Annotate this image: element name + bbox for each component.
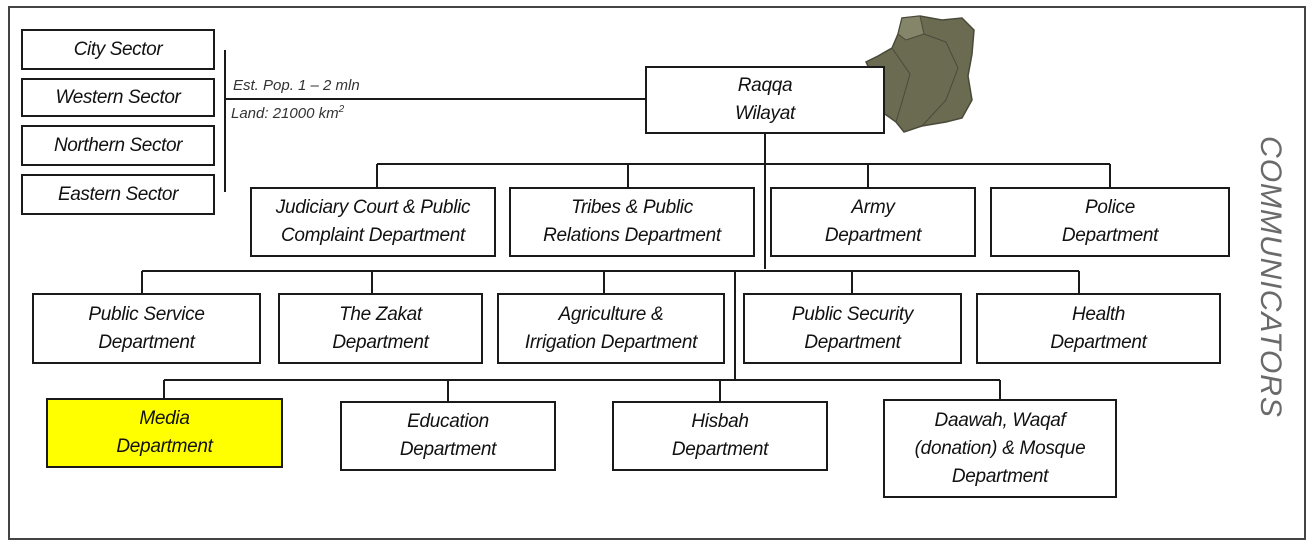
dept-zakat: The Zakat Department	[278, 293, 483, 364]
dept-health: Health Department	[976, 293, 1221, 364]
sector-northern: Northern Sector	[21, 125, 215, 166]
dept-army: Army Department	[770, 187, 976, 257]
dept-hisbah: Hisbah Department	[612, 401, 828, 471]
dept-public-security: Public Security Department	[743, 293, 962, 364]
chart-frame	[8, 6, 1306, 540]
dept-agriculture: Agriculture & Irrigation Department	[497, 293, 725, 364]
region-map-icon	[863, 15, 975, 133]
sector-eastern: Eastern Sector	[21, 174, 215, 215]
dept-public-service: Public Service Department	[32, 293, 261, 364]
sector-city: City Sector	[21, 29, 215, 70]
dept-tribes: Tribes & Public Relations Department	[509, 187, 755, 257]
communicators-label: COMMUNICATORS	[1254, 136, 1287, 418]
land-superscript: 2	[338, 104, 345, 115]
dept-judiciary: Judiciary Court & Public Complaint Depar…	[250, 187, 496, 257]
root-node: Raqqa Wilayat	[645, 66, 885, 134]
population-note: Est. Pop. 1 – 2 mln	[233, 77, 360, 94]
land-note: Land: 21000 km2	[231, 104, 345, 123]
sector-western: Western Sector	[21, 78, 215, 117]
land-text: Land: 21000 km	[231, 105, 339, 122]
dept-media: Media Department	[46, 398, 283, 468]
dept-daawah: Daawah, Waqaf (donation) & Mosque Depart…	[883, 399, 1117, 498]
dept-education: Education Department	[340, 401, 556, 471]
dept-police: Police Department	[990, 187, 1230, 257]
